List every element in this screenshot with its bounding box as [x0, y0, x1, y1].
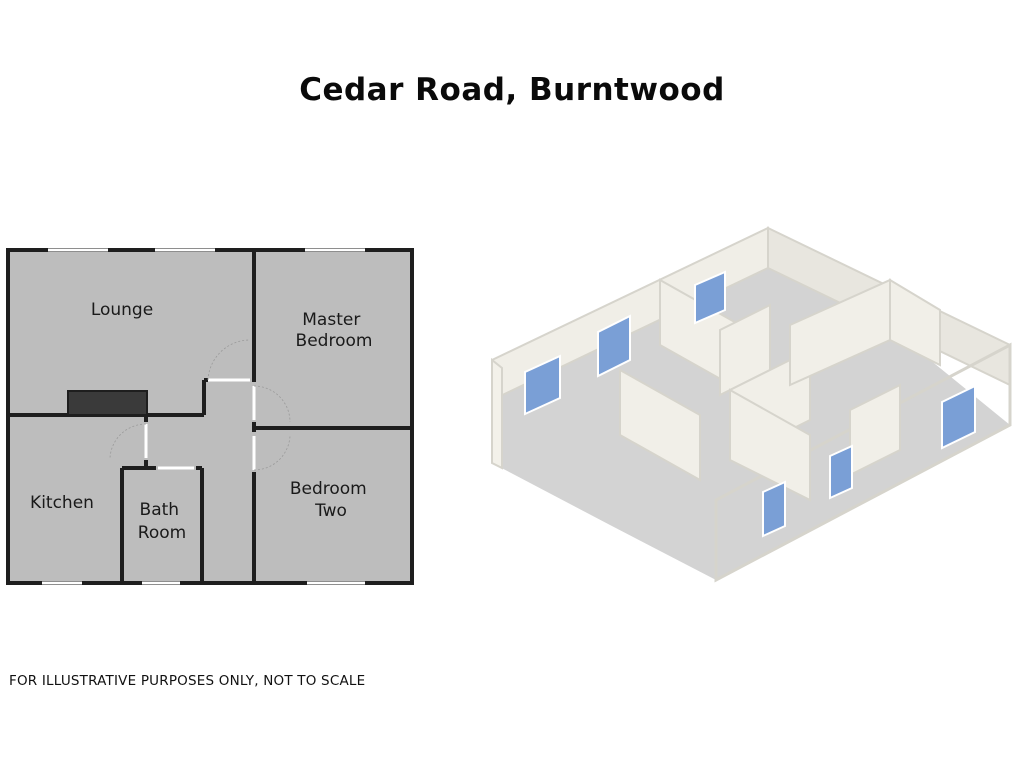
room-label-bedroom-two: Bedroom Two — [290, 479, 372, 521]
windows-3d — [524, 270, 976, 538]
room-label-kitchen: Kitchen — [30, 493, 94, 513]
disclaimer-text: FOR ILLUSTRATIVE PURPOSES ONLY, NOT TO S… — [9, 673, 366, 689]
windows — [42, 248, 365, 585]
room-label-bathroom: Bath Room — [138, 500, 186, 543]
page-title: Cedar Road, Burntwood — [299, 72, 725, 108]
chimney-breast — [67, 390, 148, 416]
front-right-wall-outline — [714, 342, 1012, 583]
door-swings — [109, 339, 291, 471]
room-label-master-bedroom: Master Bedroom — [296, 310, 373, 351]
left-wall — [491, 357, 503, 470]
floor-plan-3d — [491, 226, 1012, 583]
door-openings — [144, 378, 256, 470]
interior-walls-3d — [619, 278, 941, 502]
floor-plan-2d: Lounge Master Bedroom Kitchen Bath Room … — [6, 248, 414, 585]
room-label-lounge: Lounge — [91, 300, 153, 320]
